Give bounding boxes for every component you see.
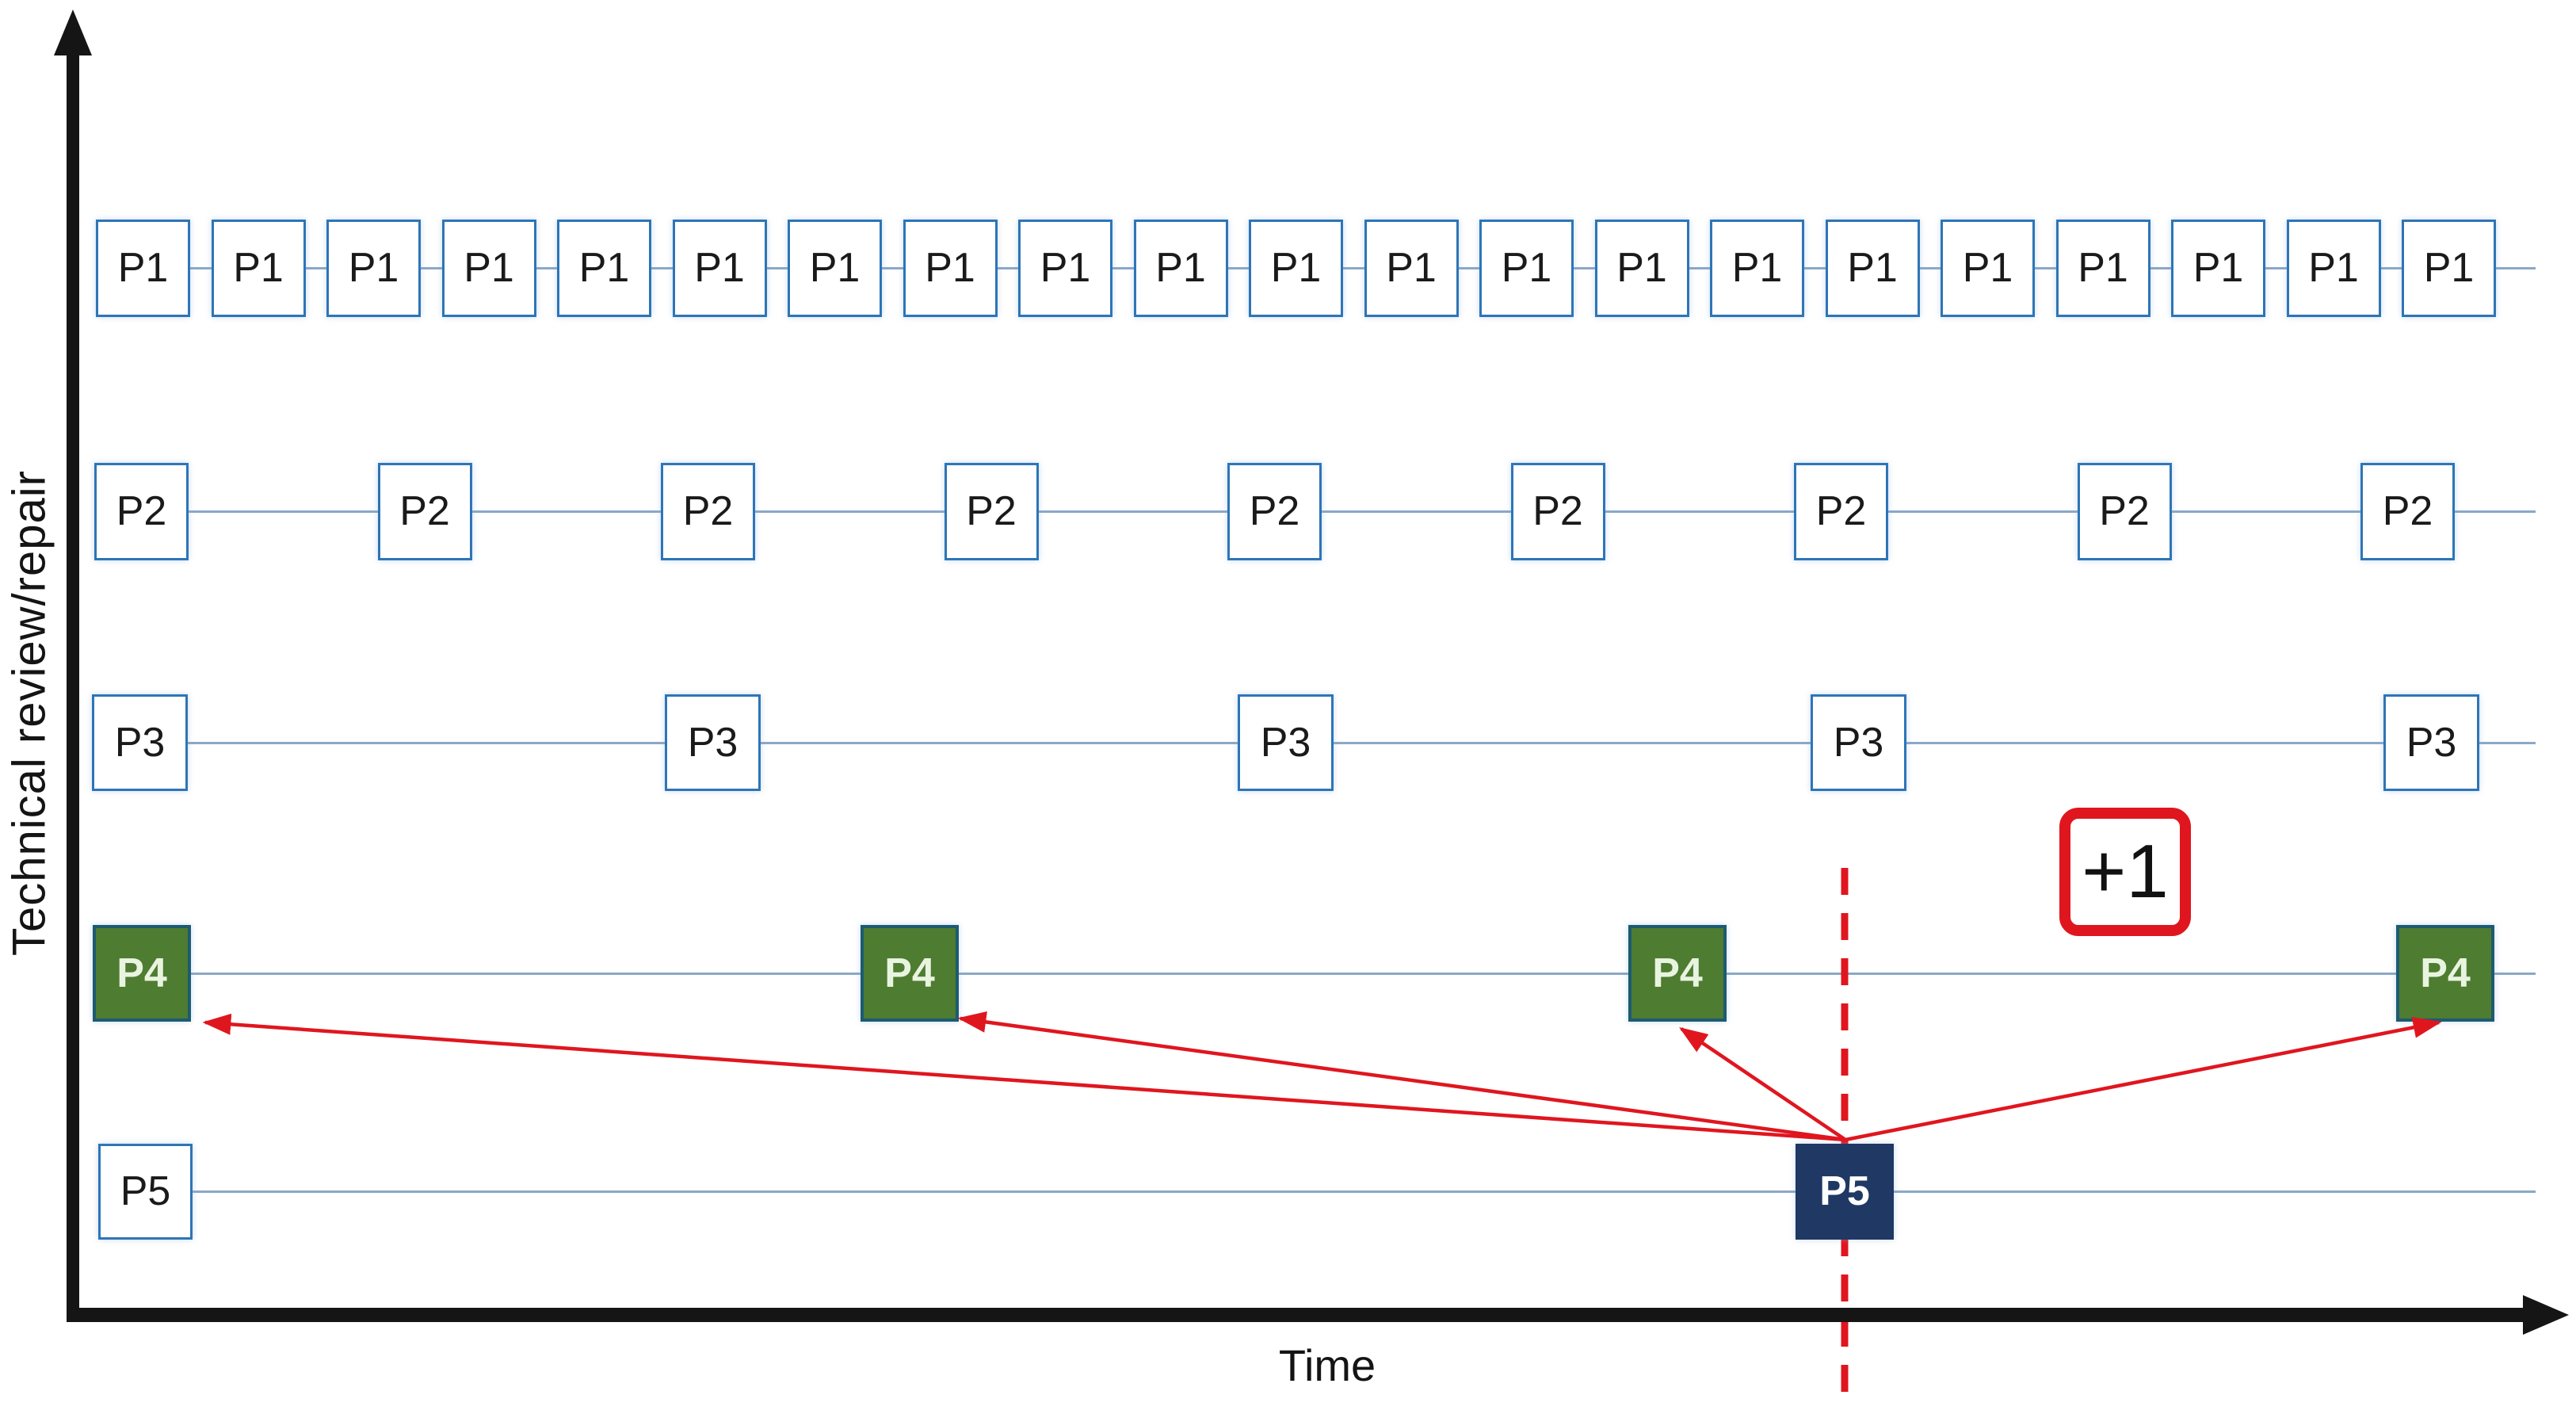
task-box-label: P1	[925, 245, 975, 291]
task-box-label: P4	[2420, 950, 2471, 996]
task-box-label: P3	[687, 720, 738, 766]
task-box-p2-1: P2	[94, 462, 189, 560]
task-box-p1-3: P1	[326, 219, 421, 317]
plus-one-label: +1	[2082, 829, 2169, 914]
task-box-label: P1	[1616, 245, 1667, 291]
task-box-p1-5: P1	[557, 219, 651, 317]
task-box-label: P2	[2382, 488, 2433, 534]
task-box-p4-4: P4	[2396, 925, 2494, 1022]
task-box-p3-1: P3	[92, 694, 188, 791]
task-box-p2-6: P2	[1510, 462, 1605, 560]
task-box-p4-2: P4	[861, 925, 959, 1022]
task-box-p1-8: P1	[903, 219, 998, 317]
task-box-p2-3: P2	[661, 462, 755, 560]
task-box-label: P1	[233, 245, 284, 291]
task-box-p1-17: P1	[1941, 219, 2035, 317]
task-box-p1-13: P1	[1479, 219, 1574, 317]
y-axis-label: Technical review/repair	[3, 470, 55, 957]
task-box-label: P5	[120, 1168, 171, 1214]
task-box-p1-4: P1	[441, 219, 536, 317]
task-box-p5-1: P5	[98, 1143, 193, 1240]
y-axis-arrow-icon	[54, 10, 92, 55]
task-box-label: P1	[1847, 245, 1898, 291]
task-box-label: P1	[2308, 245, 2359, 291]
task-box-p1-19: P1	[2171, 219, 2265, 317]
task-box-label: P2	[2099, 488, 2150, 534]
task-box-label: P2	[399, 488, 450, 534]
task-box-label: P3	[114, 720, 166, 766]
task-box-p1-10: P1	[1133, 219, 1228, 317]
task-box-p1-20: P1	[2286, 219, 2381, 317]
task-box-p3-5: P3	[2383, 694, 2479, 791]
task-box-p4-1: P4	[93, 925, 191, 1022]
task-box-label: P1	[348, 245, 399, 291]
task-box-p1-2: P1	[211, 219, 306, 317]
arrow-p5-to-p4-3	[1679, 1026, 1847, 1141]
task-box-label: P1	[1155, 245, 1206, 291]
task-box-label: P1	[1386, 245, 1437, 291]
task-box-p2-7: P2	[1794, 462, 1888, 560]
task-box-label: P1	[1270, 245, 1322, 291]
task-box-p1-1: P1	[96, 219, 190, 317]
task-box-label: P1	[578, 245, 630, 291]
y-axis-line	[67, 46, 79, 1322]
x-axis-line	[67, 1308, 2524, 1322]
row-line-p5	[98, 1190, 2536, 1193]
task-box-p2-9: P2	[2360, 462, 2455, 560]
task-box-label: P5	[1819, 1168, 1870, 1214]
task-box-p1-21: P1	[2402, 219, 2496, 317]
x-axis-arrow-icon	[2523, 1295, 2569, 1335]
arrow-p5-to-p4-1	[202, 1013, 1846, 1142]
task-box-label: P3	[2406, 720, 2457, 766]
task-box-label: P1	[2192, 245, 2244, 291]
task-box-label: P1	[694, 245, 745, 291]
plus-one-badge: +1	[2059, 808, 2191, 936]
row-line-p4	[93, 972, 2536, 975]
task-box-p1-6: P1	[672, 219, 767, 317]
task-box-p1-11: P1	[1249, 219, 1343, 317]
task-box-p1-15: P1	[1710, 219, 1804, 317]
task-box-label: P2	[1249, 488, 1300, 534]
task-box-label: P2	[682, 488, 734, 534]
task-box-label: P1	[464, 245, 514, 291]
task-box-p2-2: P2	[377, 462, 472, 560]
task-box-label: P1	[1040, 245, 1091, 291]
task-box-label: P1	[2423, 245, 2475, 291]
task-box-label: P1	[809, 245, 861, 291]
task-box-p1-14: P1	[1594, 219, 1689, 317]
task-box-p3-3: P3	[1238, 694, 1334, 791]
task-box-label: P1	[1962, 245, 2013, 291]
task-box-label: P4	[1652, 950, 1703, 996]
task-box-label: P4	[884, 950, 935, 996]
task-box-p5-highlight: P5	[1796, 1143, 1894, 1240]
task-box-label: P3	[1833, 720, 1884, 766]
task-box-p1-7: P1	[788, 219, 882, 317]
task-box-p1-12: P1	[1364, 219, 1459, 317]
task-box-label: P2	[966, 488, 1017, 534]
task-box-label: P3	[1260, 720, 1311, 766]
task-box-label: P2	[1532, 488, 1583, 534]
task-box-p2-5: P2	[1227, 462, 1322, 560]
task-box-p1-9: P1	[1018, 219, 1112, 317]
task-box-label: P2	[116, 488, 167, 534]
task-box-p3-2: P3	[665, 694, 761, 791]
arrow-p5-to-p4-2	[957, 1011, 1846, 1142]
task-box-p4-3: P4	[1628, 925, 1727, 1022]
task-box-label: P1	[117, 245, 169, 291]
task-box-p2-8: P2	[2077, 462, 2172, 560]
task-box-label: P1	[2078, 245, 2128, 291]
task-box-p1-16: P1	[1825, 219, 1920, 317]
task-box-label: P1	[1731, 245, 1783, 291]
task-box-label: P1	[1501, 245, 1552, 291]
arrow-p5-to-p4-4	[1845, 1017, 2442, 1142]
task-box-p1-18: P1	[2055, 219, 2150, 317]
task-box-p2-4: P2	[944, 462, 1039, 560]
x-axis-label: Time	[1278, 1340, 1376, 1390]
task-box-p3-4: P3	[1811, 694, 1906, 791]
task-box-label: P2	[1815, 488, 1867, 534]
task-box-label: P4	[116, 950, 167, 996]
